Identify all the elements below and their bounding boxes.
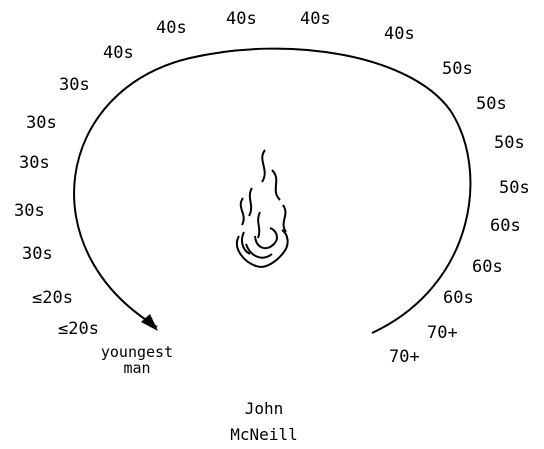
age-label: 30s [14,203,45,220]
age-label: 50s [494,135,525,152]
circle-arc [74,49,470,333]
age-label: 70+ [427,325,458,342]
age-label: 30s [22,246,53,263]
age-label: ≤20s [32,290,73,307]
age-label: 40s [300,11,331,28]
name-caption: John McNeill [214,396,314,447]
age-label: ≤20s [58,321,99,338]
age-label: 30s [26,115,57,132]
arrow-head-icon [141,314,158,331]
age-label: 60s [490,218,521,235]
last-name: McNeill [214,422,314,448]
age-label: 40s [156,20,187,37]
age-label: 30s [19,155,50,172]
age-label: 40s [384,26,415,43]
annotation-line: man [92,361,182,377]
age-label: 50s [476,96,507,113]
age-label: 50s [499,180,530,197]
age-label: 50s [442,61,473,78]
age-label: 40s [103,45,134,62]
fire-icon [237,150,288,267]
first-name: John [214,396,314,422]
age-label: 30s [59,77,90,94]
age-label: 60s [443,290,474,307]
age-label: 40s [226,11,257,28]
age-label: 60s [472,259,503,276]
youngest-man-annotation: youngest man [92,345,182,377]
age-label: 70+ [389,349,420,366]
